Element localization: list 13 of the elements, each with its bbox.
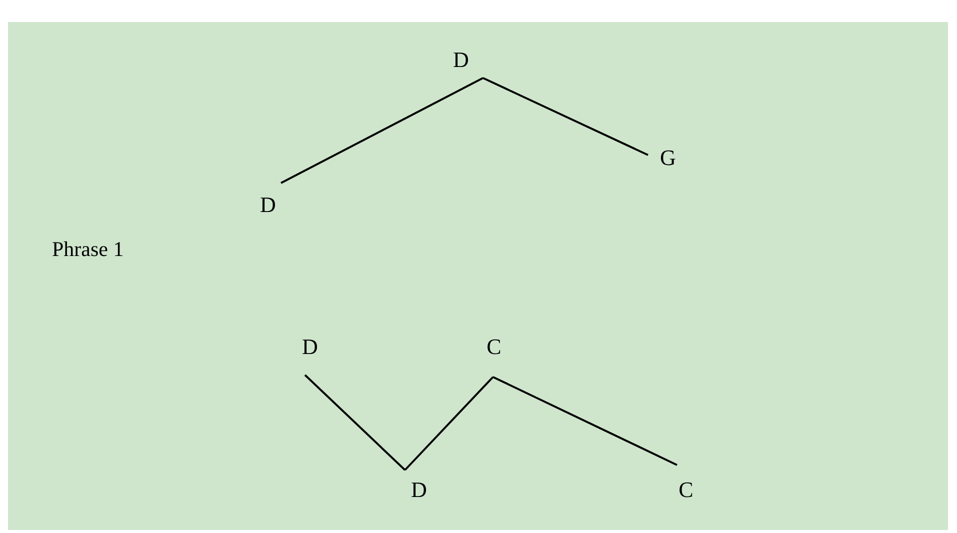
note-letter: C (674, 478, 698, 502)
note-letter: D (298, 335, 322, 359)
contour-line (280, 77, 484, 184)
contour-line (482, 77, 648, 156)
contour-line (304, 374, 406, 471)
contour-line (404, 376, 494, 471)
note-letter: D (407, 478, 431, 502)
phrase-label: Phrase 1 (52, 237, 124, 262)
note-letter: G (656, 146, 680, 170)
note-letter: D (449, 48, 473, 72)
note-letter: D (256, 193, 280, 217)
contour-line (492, 376, 678, 466)
note-letter: C (482, 335, 506, 359)
